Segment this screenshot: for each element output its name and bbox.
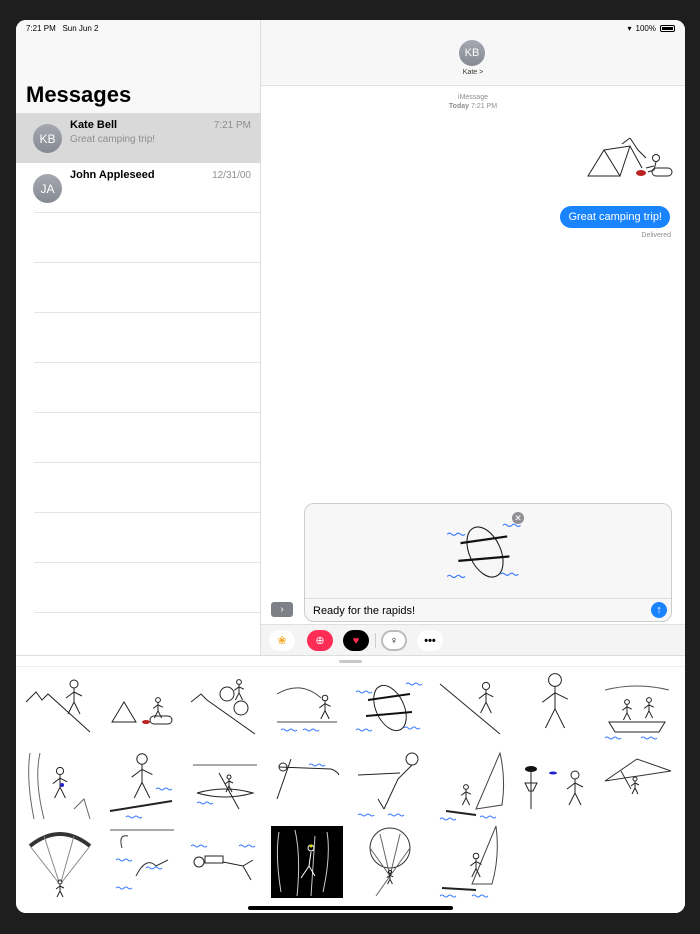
disc-golf-sticker[interactable] (519, 749, 591, 821)
stickers-app-icon[interactable]: ♀ (381, 630, 407, 651)
climbing-hill-sticker[interactable] (436, 672, 508, 744)
home-indicator[interactable] (248, 906, 453, 910)
rowing-sticker[interactable] (271, 749, 343, 821)
contact-name: Kate Bell (70, 119, 118, 131)
waterskiing-sticker[interactable] (354, 749, 426, 821)
page-title: Messages (26, 82, 132, 107)
more-apps-icon[interactable]: ••• (417, 630, 443, 651)
rafting-sticker[interactable] (354, 672, 426, 744)
canoeing-sticker[interactable] (601, 672, 673, 744)
hiking-sticker[interactable] (24, 672, 96, 744)
night-climbing-sticker[interactable] (271, 826, 343, 898)
ipad-screen: Messages KB Kate Bell Great camping trip… (16, 20, 685, 913)
timestamp-day: Today (448, 103, 470, 110)
swimming-sticker[interactable] (106, 826, 178, 898)
paragliding-sticker[interactable] (24, 826, 96, 898)
message-compose-field[interactable]: ✕ Ready for the rapids! ↑ (304, 503, 672, 622)
message-date: 12/31/00 (212, 170, 251, 181)
camping-sticker[interactable] (106, 672, 178, 744)
delivery-status: Delivered (641, 232, 671, 239)
digital-touch-app-icon[interactable]: ♥ (343, 630, 369, 651)
sticker-drawer (16, 655, 685, 913)
camping-sticker[interactable] (586, 138, 678, 180)
send-button[interactable]: ↑ (651, 602, 667, 618)
message-date: 7:21 PM (213, 120, 251, 131)
search-images-app-icon[interactable]: ⊕ (307, 630, 333, 651)
service-label: iMessage (458, 94, 488, 101)
parasailing-sticker[interactable] (354, 826, 426, 898)
mountain-biking-sticker[interactable] (189, 672, 261, 744)
scuba-diving-sticker[interactable] (189, 826, 261, 898)
conversation-kate-bell[interactable]: KB Kate Bell Great camping trip! 7:21 PM (16, 113, 261, 163)
hang-gliding-sticker[interactable] (601, 749, 673, 821)
sent-message-bubble[interactable]: Great camping trip! (560, 206, 670, 228)
kayaking-sticker[interactable] (189, 749, 261, 821)
rafting-sticker-attachment (446, 523, 521, 579)
photos-app-icon[interactable]: ❀ (269, 630, 295, 651)
avatar: KB (33, 124, 62, 153)
expand-apps-button[interactable]: › (271, 602, 293, 617)
message-input-text[interactable]: Ready for the rapids! (313, 605, 416, 617)
contact-name-button[interactable]: Kate > (462, 69, 484, 76)
fishing-sticker[interactable] (271, 672, 343, 744)
conversation-header: KB Kate > (261, 20, 685, 86)
app-strip: ❀ ⊕ ♥ ♀ ••• (261, 624, 685, 655)
contact-avatar[interactable]: KB (459, 40, 485, 66)
conversation-list: Messages KB Kate Bell Great camping trip… (16, 20, 261, 655)
remove-attachment-button[interactable]: ✕ (512, 512, 524, 524)
windsurfing-sticker[interactable] (436, 749, 508, 821)
timestamp-time: 7:21 PM (470, 103, 498, 110)
conversation-john-appleseed[interactable]: JA John Appleseed 12/31/00 (16, 163, 261, 213)
windsurfing-2-sticker[interactable] (436, 826, 508, 898)
rock-climbing-sticker[interactable] (24, 749, 96, 821)
running-sticker[interactable] (519, 672, 591, 744)
contact-name: John Appleseed (70, 169, 155, 181)
drawer-grabber[interactable] (339, 660, 362, 663)
paddleboarding-sticker[interactable] (106, 749, 178, 821)
message-preview: Great camping trip! (70, 134, 156, 145)
avatar: JA (33, 174, 62, 203)
